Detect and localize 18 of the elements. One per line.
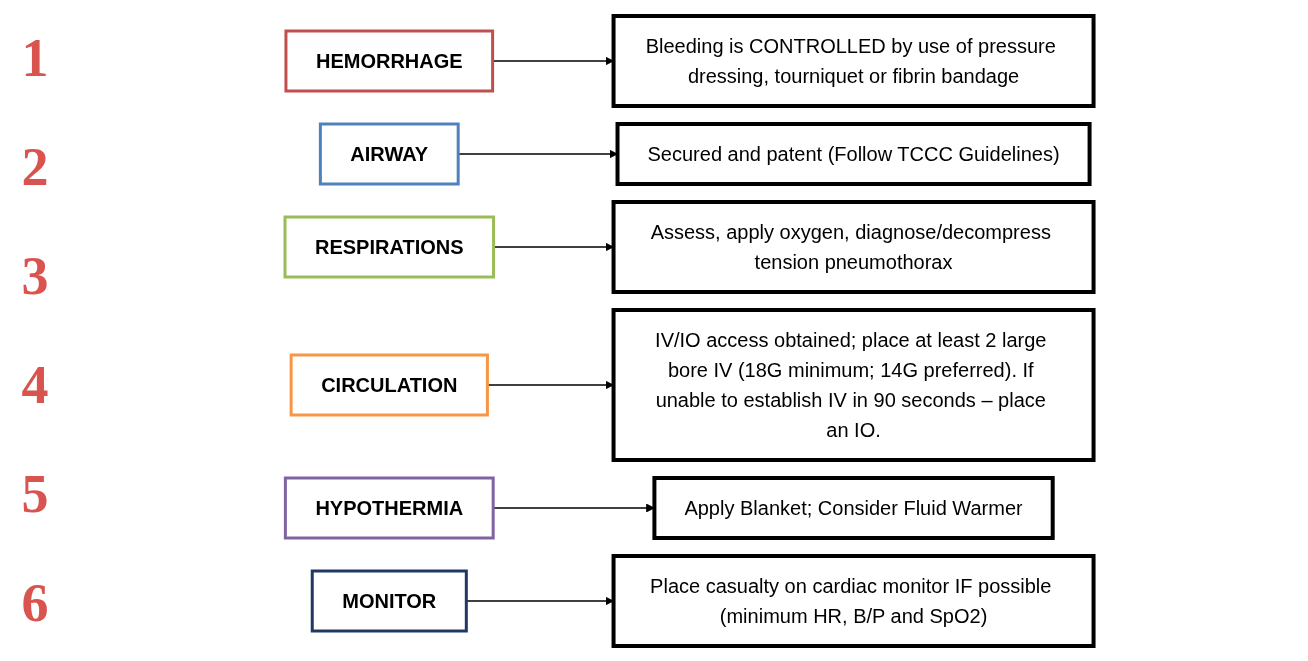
step-number: 1 <box>21 31 49 86</box>
node-box: Apply Blanket; Consider Fluid Warmer <box>652 475 1055 540</box>
node-box: Bleeding is CONTROLLED by use of pressure dressing, tourniquet or fibrin bandage <box>611 13 1096 108</box>
node-box: IV/IO access obtained; place at least 2 large bore IV (18G minimum; 14G preferred). If unable to establish IV in 90 seconds – place an IO. <box>611 307 1096 462</box>
step-number: 2 <box>21 140 49 195</box>
step-number: 3 <box>21 249 49 304</box>
step-number: 5 <box>21 466 49 521</box>
step-number: 6 <box>21 575 49 630</box>
node-box: CIRCULATION <box>289 353 489 416</box>
node-box: Secured and patent (Follow TCCC Guidelines) <box>615 121 1092 186</box>
node-box: MONITOR <box>310 569 468 632</box>
node-box: HYPOTHERMIA <box>283 476 495 539</box>
node-box: Place casualty on cardiac monitor IF possible (minimum HR, B/P and SpO2) <box>611 553 1096 648</box>
node-box: Assess, apply oxygen, diagnose/decompress tension pneumothorax <box>611 199 1096 294</box>
node-box: RESPIRATIONS <box>283 215 495 278</box>
node-box: HEMORRHAGE <box>284 29 494 92</box>
node-box: AIRWAY <box>318 122 460 185</box>
step-number: 4 <box>21 357 49 412</box>
